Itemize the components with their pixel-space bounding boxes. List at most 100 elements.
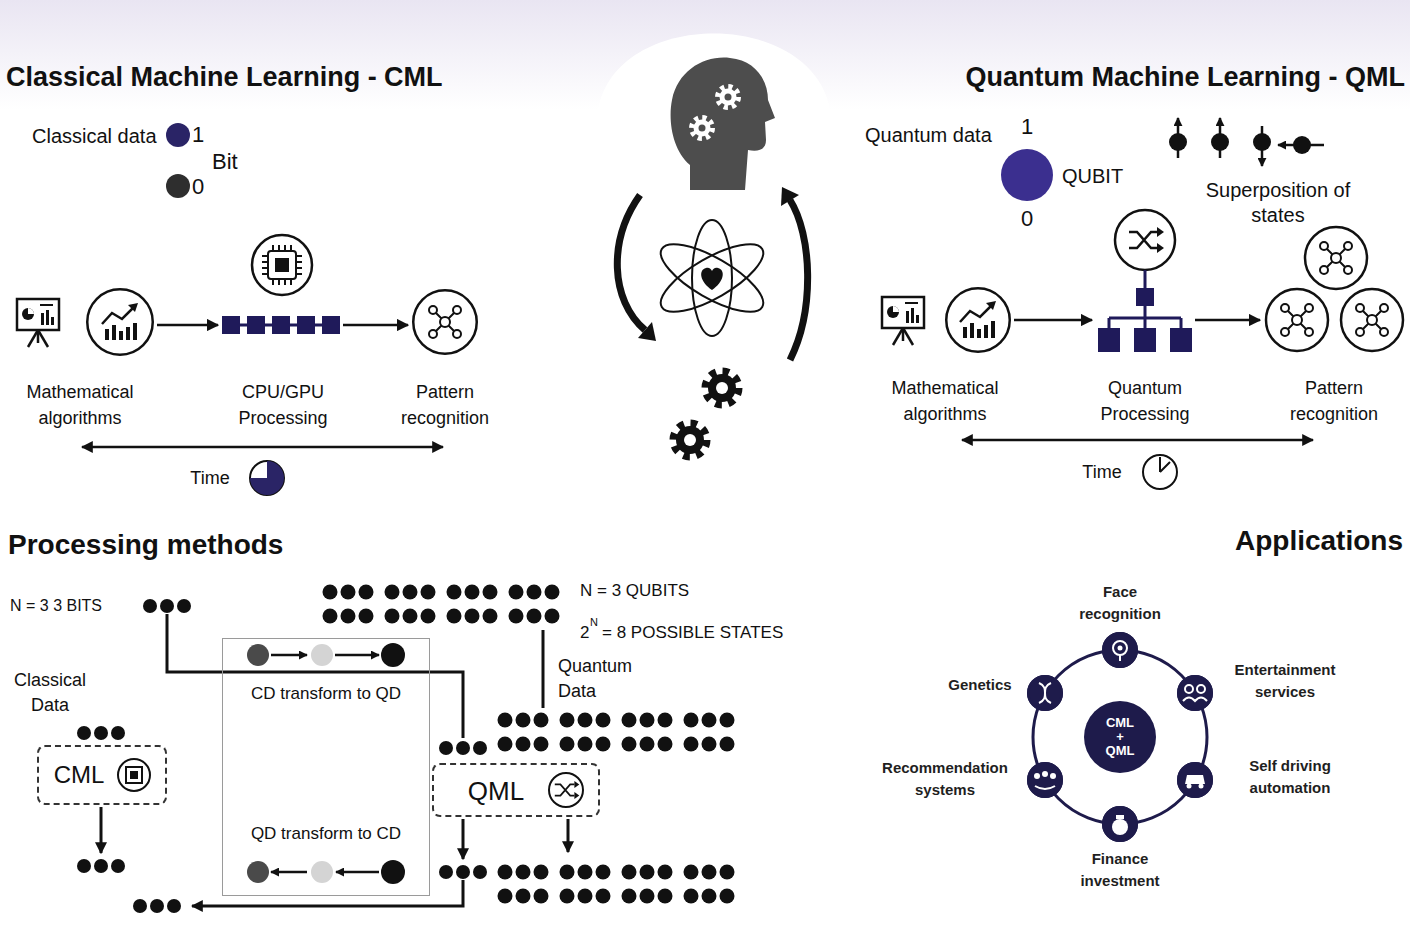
bit-dots <box>439 741 487 755</box>
gear-icon <box>674 424 706 456</box>
flow-arrow <box>157 324 218 327</box>
application-glyph <box>1050 773 1056 779</box>
data-flow-line <box>100 807 103 853</box>
transform-dots <box>381 860 405 884</box>
bit-value: 1 <box>192 121 204 149</box>
circle-shape <box>87 289 153 355</box>
data-flow-line <box>567 819 570 852</box>
cml-box: CML <box>37 745 167 805</box>
circle-outline <box>945 287 1011 353</box>
algorithm-glyph <box>960 301 996 338</box>
qubit-state-grid <box>497 860 745 908</box>
data-label: Classical Data <box>5 668 95 718</box>
atom-icon <box>692 220 732 336</box>
head-icon <box>671 58 775 190</box>
application-glyph <box>1112 819 1128 835</box>
cycle-arrow <box>790 200 808 360</box>
application-glyph <box>1042 771 1048 777</box>
qml-shuffle-icon <box>555 781 580 799</box>
transform-dots <box>247 861 269 883</box>
pattern-icon: Pattern recognition <box>412 289 478 355</box>
section-heading: Classical Machine Learning - CML <box>6 60 443 94</box>
quantum-tree <box>1170 328 1192 352</box>
node-label: Mathematical algorithms <box>15 379 145 431</box>
application-icon-disc <box>1102 806 1138 842</box>
processing-chain-squares <box>297 316 315 334</box>
application-glyph <box>1034 641 1207 835</box>
application-icon-disc <box>1102 632 1138 668</box>
cml-chip-icon <box>130 771 138 779</box>
circle-outline <box>412 289 478 355</box>
data-label: Classical data <box>32 124 157 149</box>
bit-symbol <box>166 123 190 198</box>
transform-dots <box>381 643 405 667</box>
bit-symbol <box>166 174 190 198</box>
cycle-arrow <box>638 322 656 341</box>
node-label: Recommendation systems <box>875 757 1015 801</box>
circle-shape <box>1178 676 1212 710</box>
quantum-tree <box>1098 270 1192 352</box>
data-flow-line <box>192 880 463 906</box>
application-glyph <box>1199 784 1204 789</box>
application-icon: Face recognition <box>1102 632 1138 668</box>
data-flow-line <box>101 614 568 906</box>
algorithm-icon: Mathematical algorithms <box>86 288 154 356</box>
quantum-tree <box>1134 328 1156 352</box>
application-glyph <box>1183 698 1207 702</box>
circle-outline <box>1027 675 1063 711</box>
application-icon-disc <box>1177 762 1213 798</box>
chip-icon <box>252 235 312 295</box>
states-base: 2 <box>580 622 589 643</box>
bit-value: 0 <box>192 173 204 201</box>
shuffle-icon <box>1129 227 1164 253</box>
algorithm-icon: Mathematical algorithms <box>945 287 1011 353</box>
qubit-state-grid <box>497 708 745 756</box>
node-label: Finance investment <box>1070 848 1170 892</box>
data-label: Quantum Data <box>558 654 648 704</box>
application-glyph <box>1185 775 1205 784</box>
circle-outline <box>1102 632 1138 668</box>
node-label: Self driving automation <box>1235 755 1345 799</box>
qubits-count: N = 3 QUBITS <box>580 580 689 601</box>
quantum-tree <box>1136 288 1154 306</box>
disc-shape <box>1084 701 1156 773</box>
circle-shape <box>1028 676 1062 710</box>
easel-icon <box>17 299 59 347</box>
transform-dots <box>271 871 307 874</box>
node-label: CD transform to QD <box>228 683 424 705</box>
cml-chip-icon <box>126 767 142 783</box>
transform-dots <box>335 654 379 657</box>
head-icon <box>692 118 712 138</box>
node-label: Mathematical algorithms <box>880 375 1010 427</box>
node-label: QD transform to CD <box>228 823 424 845</box>
qubit-state-grid <box>322 580 570 628</box>
bit-dots <box>439 865 487 879</box>
qml-shuffle-icon <box>555 781 580 799</box>
section-heading: Applications <box>1235 523 1403 558</box>
data-flow-line <box>462 819 465 859</box>
shuffle-icon <box>1115 210 1175 270</box>
clock-icon <box>1143 455 1177 489</box>
data-flow-line <box>167 614 463 738</box>
flow-arrow <box>1195 319 1260 322</box>
data-label: Quantum data <box>865 123 992 148</box>
atom-icon <box>652 232 772 325</box>
circle-outline <box>1102 806 1138 842</box>
clock-icon <box>250 461 284 495</box>
application-icon: Entertainment services <box>1177 675 1213 711</box>
quantum-tree <box>1109 306 1181 328</box>
algorithm-glyph <box>102 303 138 340</box>
bit-dots <box>133 899 181 913</box>
qubit-value: 1 <box>1015 113 1039 141</box>
processing-chain-squares <box>222 316 340 334</box>
qubit-symbol <box>1001 149 1053 201</box>
head-icon <box>671 58 775 190</box>
quantum-processing-tree: Quantum Processing <box>1096 286 1192 354</box>
node-label: Pattern recognition <box>1272 375 1397 427</box>
application-glyph <box>1116 815 1124 819</box>
qubit-state-grid <box>497 860 745 908</box>
application-icon-disc <box>1177 675 1213 711</box>
spin-symbol <box>1293 136 1311 154</box>
spin-symbol <box>1253 133 1271 151</box>
